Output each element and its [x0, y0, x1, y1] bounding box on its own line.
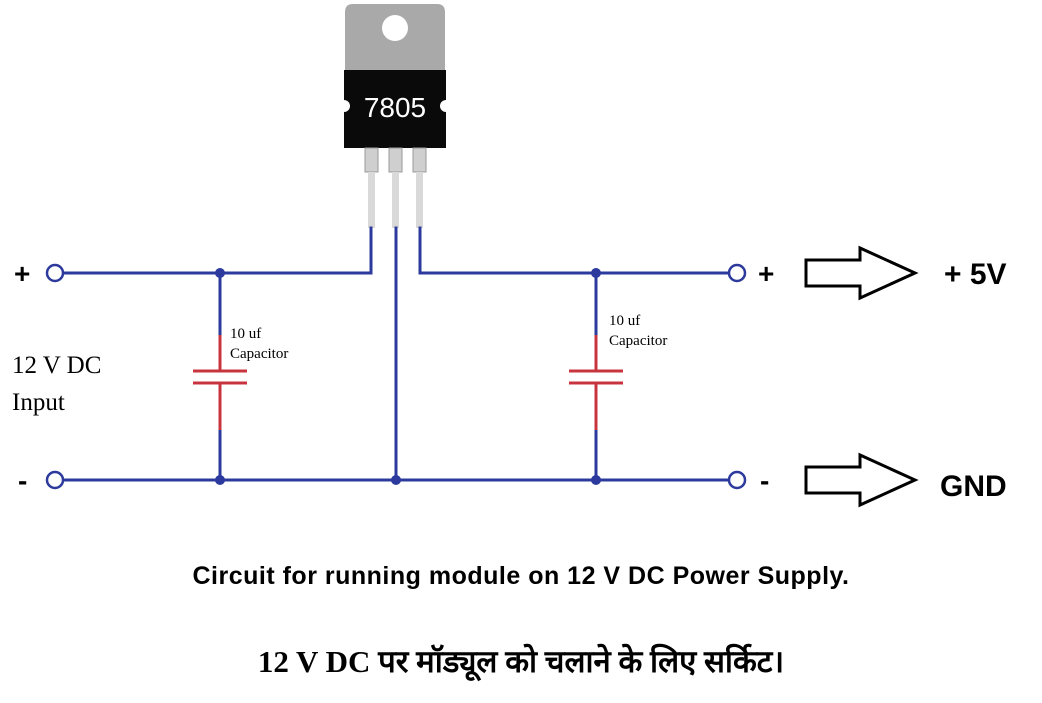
wiring — [60, 226, 732, 482]
regulator-body — [344, 70, 446, 148]
output-plus-sign: + — [758, 258, 774, 289]
output-minus-sign: - — [760, 465, 769, 496]
regulator-lead-ground — [392, 172, 399, 228]
capacitor-1 — [193, 335, 247, 430]
regulator-pin-output — [412, 147, 427, 173]
input-positive-terminal — [45, 263, 65, 283]
wire-output-positive — [418, 226, 732, 275]
cap2-label-value: 10 uf — [609, 313, 640, 329]
regulator-lead-output — [416, 172, 423, 228]
output-positive-arrow — [804, 245, 919, 301]
input-negative-terminal — [45, 470, 65, 490]
input-minus-sign: - — [18, 465, 27, 496]
wire-input-positive — [60, 226, 373, 275]
output-ground-arrow — [804, 452, 919, 508]
cap1-label-value: 10 uf — [230, 326, 261, 342]
input-label-line2: Input — [12, 389, 65, 416]
input-label-line1: 12 V DC — [12, 352, 101, 379]
output-negative-terminal — [727, 470, 747, 490]
regulator-7805: 7805 — [338, 4, 452, 228]
output-positive-terminal — [727, 263, 747, 283]
regulator-mounting-hole — [382, 15, 408, 41]
junction-cap1-bottom — [215, 475, 225, 485]
junction-cap1-top — [215, 268, 225, 278]
output-voltage-label: + 5V — [944, 258, 1007, 291]
regulator-pin-ground — [388, 147, 403, 173]
regulator-lead-input — [368, 172, 375, 228]
junction-cap2-top — [591, 268, 601, 278]
regulator-notch-left — [338, 100, 350, 112]
capacitor-2 — [569, 335, 623, 430]
regulator-label: 7805 — [364, 92, 426, 123]
regulator-pin-input — [364, 147, 379, 173]
junction-ground-pin — [391, 475, 401, 485]
cap1-label-name: Capacitor — [230, 346, 288, 362]
output-ground-label: GND — [940, 470, 1007, 503]
input-plus-sign: + — [14, 258, 30, 289]
caption-english: Circuit for running module on 12 V DC Po… — [192, 562, 850, 590]
regulator-notch-right — [440, 100, 452, 112]
cap2-label-name: Capacitor — [609, 333, 667, 349]
junction-cap2-bottom — [591, 475, 601, 485]
caption-hindi: 12 V DC पर मॉड्यूल को चलाने के लिए सर्कि… — [257, 644, 785, 679]
